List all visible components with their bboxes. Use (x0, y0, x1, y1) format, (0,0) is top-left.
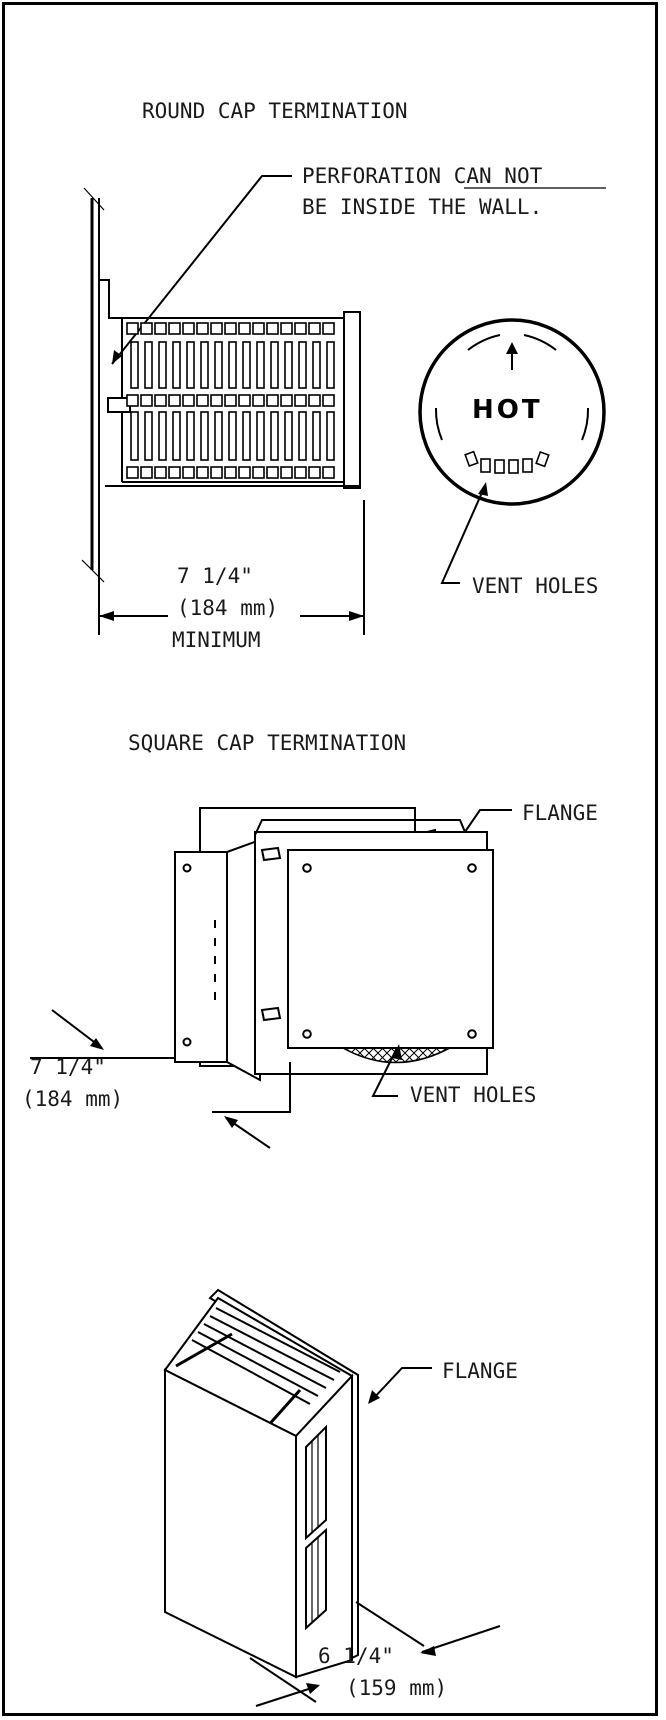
perforation-leader (111, 175, 292, 365)
box-flange-label: FLANGE (442, 1359, 518, 1383)
perforation-note-line2: BE INSIDE THE WALL. (302, 195, 542, 219)
square-flange-label: FLANGE (522, 801, 598, 825)
square-dim-imperial: 7 1/4" (30, 1055, 106, 1079)
box-dim-imperial: 6 1/4" (318, 1644, 394, 1668)
round-dim-note: MINIMUM (172, 628, 261, 652)
box-top-louvres (175, 1307, 341, 1430)
square-vent-leader (371, 1047, 398, 1097)
square-wall-plate (174, 851, 228, 1063)
square-cap-section: SQUARE CAP TERMINATION FLANGE VENT HOLE (22, 731, 598, 1149)
round-vent-label: VENT HOLES (472, 574, 598, 598)
round-cap-title: ROUND CAP TERMINATION (142, 99, 408, 123)
perforation-slots (126, 322, 335, 479)
vent-holes (464, 450, 550, 474)
round-dim-imperial: 7 1/4" (177, 564, 253, 588)
square-vent-label: VENT HOLES (410, 1083, 536, 1107)
round-cap-section: ROUND CAP TERMINATION PERFORATION CAN NO… (81, 99, 606, 652)
square-cap-dimension: 7 1/4" (184 mm) (22, 1009, 291, 1149)
perforation-arrowhead (112, 350, 122, 364)
box-dim-metric: (159 mm) (346, 1676, 447, 1700)
box-flange-leader (371, 1367, 432, 1401)
round-cap-dimension: 7 1/4" (184 mm) MINIMUM (98, 500, 365, 652)
box-cap-section: FLANGE (163, 1288, 518, 1707)
square-dim-metric: (184 mm) (22, 1087, 123, 1111)
round-cap-pipe (105, 311, 361, 489)
round-cap-face: HOT (418, 318, 606, 506)
square-front-face (287, 849, 494, 1049)
perforation-note-line1: PERFORATION CAN NOT (302, 164, 543, 188)
box-cap-dimension: 6 1/4" (159 mm) (249, 1601, 501, 1707)
hot-label: HOT (472, 395, 543, 425)
box-side-face (295, 1373, 353, 1679)
box-side-vents (305, 1424, 327, 1631)
round-vent-leader (440, 487, 485, 584)
square-cap-title: SQUARE CAP TERMINATION (128, 731, 406, 755)
round-dim-metric: (184 mm) (177, 596, 278, 620)
wall-section (81, 187, 122, 583)
